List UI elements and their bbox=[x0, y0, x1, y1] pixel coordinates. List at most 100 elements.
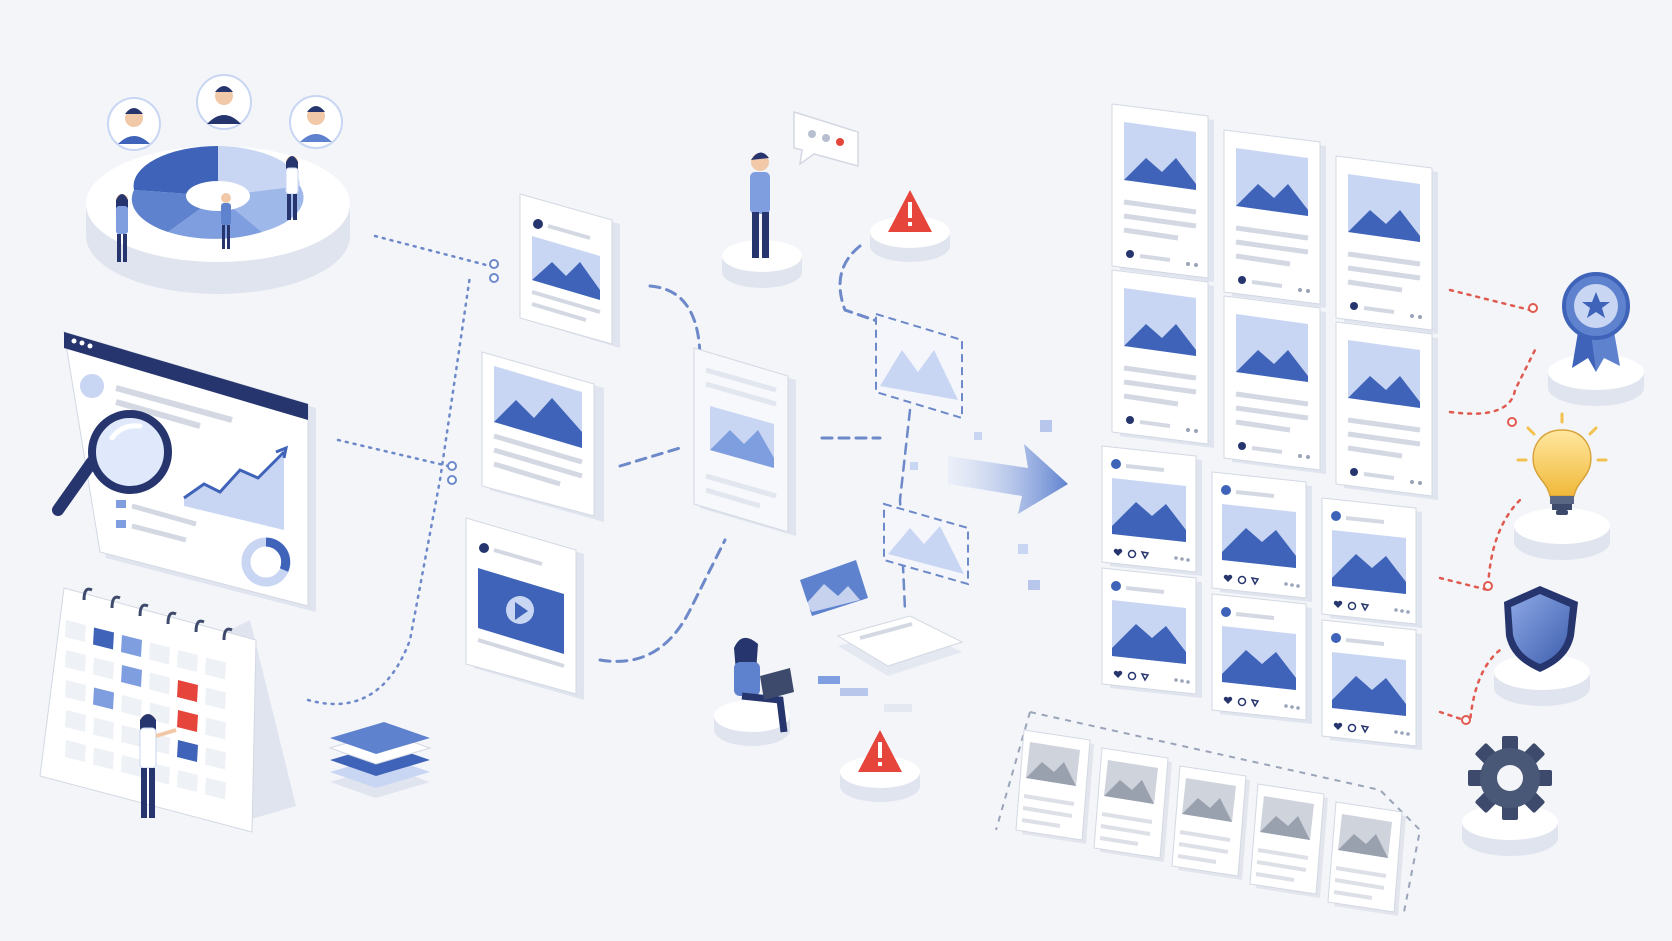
person-left bbox=[116, 194, 128, 262]
post-card bbox=[1223, 129, 1326, 308]
connector-dashboard-to-hub bbox=[336, 438, 450, 468]
connector-image-to-draft bbox=[618, 446, 682, 468]
calendar-cell bbox=[205, 717, 226, 740]
content-calendar bbox=[39, 587, 296, 833]
calendar-rings bbox=[82, 587, 233, 641]
post-card bbox=[1223, 295, 1326, 474]
calendar-cell bbox=[177, 770, 198, 792]
connector-alert-to-frame bbox=[838, 244, 882, 324]
alert-bottom bbox=[840, 730, 920, 802]
social-post bbox=[1101, 567, 1202, 698]
calendar-cell bbox=[93, 657, 114, 680]
share-icon bbox=[1360, 725, 1370, 734]
photo-frame-top bbox=[875, 312, 963, 420]
archive-card bbox=[1093, 747, 1172, 862]
draft-document bbox=[693, 347, 796, 536]
outcome-settings bbox=[1462, 736, 1558, 856]
photo-frame-bottom bbox=[883, 502, 969, 586]
heart-icon bbox=[1113, 670, 1123, 678]
stacked-layers bbox=[328, 722, 432, 798]
calendar-cell bbox=[177, 710, 198, 732]
connector-red-shield bbox=[1438, 498, 1522, 592]
share-icon bbox=[1140, 673, 1150, 682]
calendar-cell bbox=[65, 710, 86, 732]
social-post bbox=[1321, 497, 1422, 628]
calendar-cell bbox=[177, 680, 198, 702]
laptop-icon bbox=[760, 668, 794, 700]
calendar-cell bbox=[205, 687, 226, 710]
heart-icon bbox=[1223, 696, 1233, 704]
calendar-cell bbox=[149, 642, 170, 665]
dashboard-donut-chart bbox=[241, 537, 291, 587]
social-post bbox=[1101, 445, 1202, 576]
calendar-cell bbox=[121, 695, 142, 717]
connector-red-gear bbox=[1438, 648, 1502, 724]
output-trays bbox=[818, 615, 964, 712]
post-card bbox=[519, 193, 620, 348]
avatar-right bbox=[289, 95, 343, 149]
dashboard-area-chart bbox=[184, 452, 284, 530]
heart-icon bbox=[1223, 574, 1233, 582]
image-card bbox=[481, 351, 604, 522]
shield-icon bbox=[1504, 586, 1578, 672]
calendar-cell bbox=[205, 657, 226, 680]
avatar-left bbox=[107, 97, 161, 151]
social-post bbox=[1211, 471, 1312, 602]
post-card bbox=[1335, 155, 1438, 334]
archive-card bbox=[1249, 783, 1328, 898]
message-bubble bbox=[793, 110, 859, 167]
audience-segment-pie bbox=[86, 74, 350, 294]
comment-icon bbox=[1347, 723, 1357, 733]
calendar-cell bbox=[65, 650, 86, 672]
outcome-security bbox=[1494, 586, 1590, 706]
dashboard-list bbox=[116, 500, 197, 543]
share-icon bbox=[1250, 699, 1260, 708]
lightbulb-icon bbox=[1516, 412, 1608, 515]
archive-card bbox=[1327, 801, 1406, 916]
calendar-cell bbox=[93, 687, 114, 710]
archive-card bbox=[1015, 729, 1094, 844]
connector-red-bulb bbox=[1448, 348, 1537, 415]
calendar-cell bbox=[65, 620, 86, 642]
heart-icon bbox=[1113, 548, 1123, 556]
social-post bbox=[1321, 619, 1422, 750]
dashboard-titlebar bbox=[64, 332, 308, 420]
calendar-cell bbox=[205, 777, 226, 800]
gear-icon bbox=[1468, 736, 1552, 820]
archive-card bbox=[1171, 765, 1250, 880]
share-icon bbox=[1360, 603, 1370, 612]
heart-icon bbox=[1333, 600, 1343, 608]
post-card bbox=[1111, 103, 1214, 282]
connector-frames-vertical bbox=[898, 408, 912, 612]
connectors bbox=[306, 234, 1537, 724]
comment-icon bbox=[1127, 671, 1137, 681]
calendar-cell bbox=[65, 680, 86, 702]
alert-top bbox=[870, 190, 950, 262]
calendar-cell bbox=[205, 747, 226, 770]
heart-icon bbox=[1333, 722, 1343, 730]
analytics-dashboard bbox=[63, 331, 316, 612]
magnifier-icon bbox=[52, 410, 172, 516]
share-icon bbox=[1140, 551, 1150, 560]
connector-nodes bbox=[447, 259, 1538, 725]
comment-icon bbox=[1127, 549, 1137, 559]
pie-segments bbox=[131, 145, 304, 239]
calendar-cell bbox=[121, 665, 142, 687]
calendar-cell bbox=[177, 650, 198, 672]
connector-video-to-review bbox=[598, 538, 727, 663]
archive-tray bbox=[995, 711, 1422, 913]
calendar-cell bbox=[177, 740, 198, 762]
social-post bbox=[1211, 593, 1312, 724]
comment-icon bbox=[1237, 575, 1247, 585]
connector-pie-to-posts bbox=[373, 234, 492, 268]
person-with-laptop bbox=[714, 637, 794, 746]
video-card bbox=[465, 517, 584, 700]
calendar-cell bbox=[93, 627, 114, 650]
calendar-cell bbox=[149, 672, 170, 695]
calendar-cell bbox=[121, 755, 142, 777]
share-icon bbox=[1250, 577, 1260, 586]
post-card-rows bbox=[1111, 103, 1438, 500]
calendar-cell bbox=[93, 717, 114, 740]
